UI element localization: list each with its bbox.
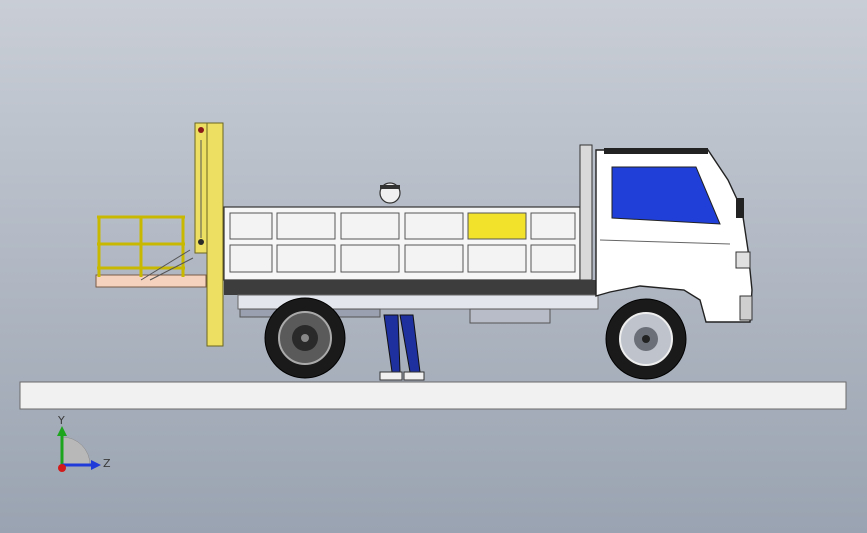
operator-figure [379,182,425,381]
z-axis-label: Z [103,457,111,470]
liftgate-platform [95,215,207,288]
x-axis-origin [58,464,66,472]
z-axis-arrowhead [91,460,101,470]
rear-wheel [264,297,346,379]
liftgate-column [194,122,224,347]
coordinate-triad [57,426,101,472]
cargo-body [223,144,593,281]
truck-cab [595,148,753,323]
ground-plate [19,381,847,410]
front-wheel [605,298,687,380]
y-axis-arrowhead [57,426,67,436]
y-axis-label: Y [58,414,65,427]
